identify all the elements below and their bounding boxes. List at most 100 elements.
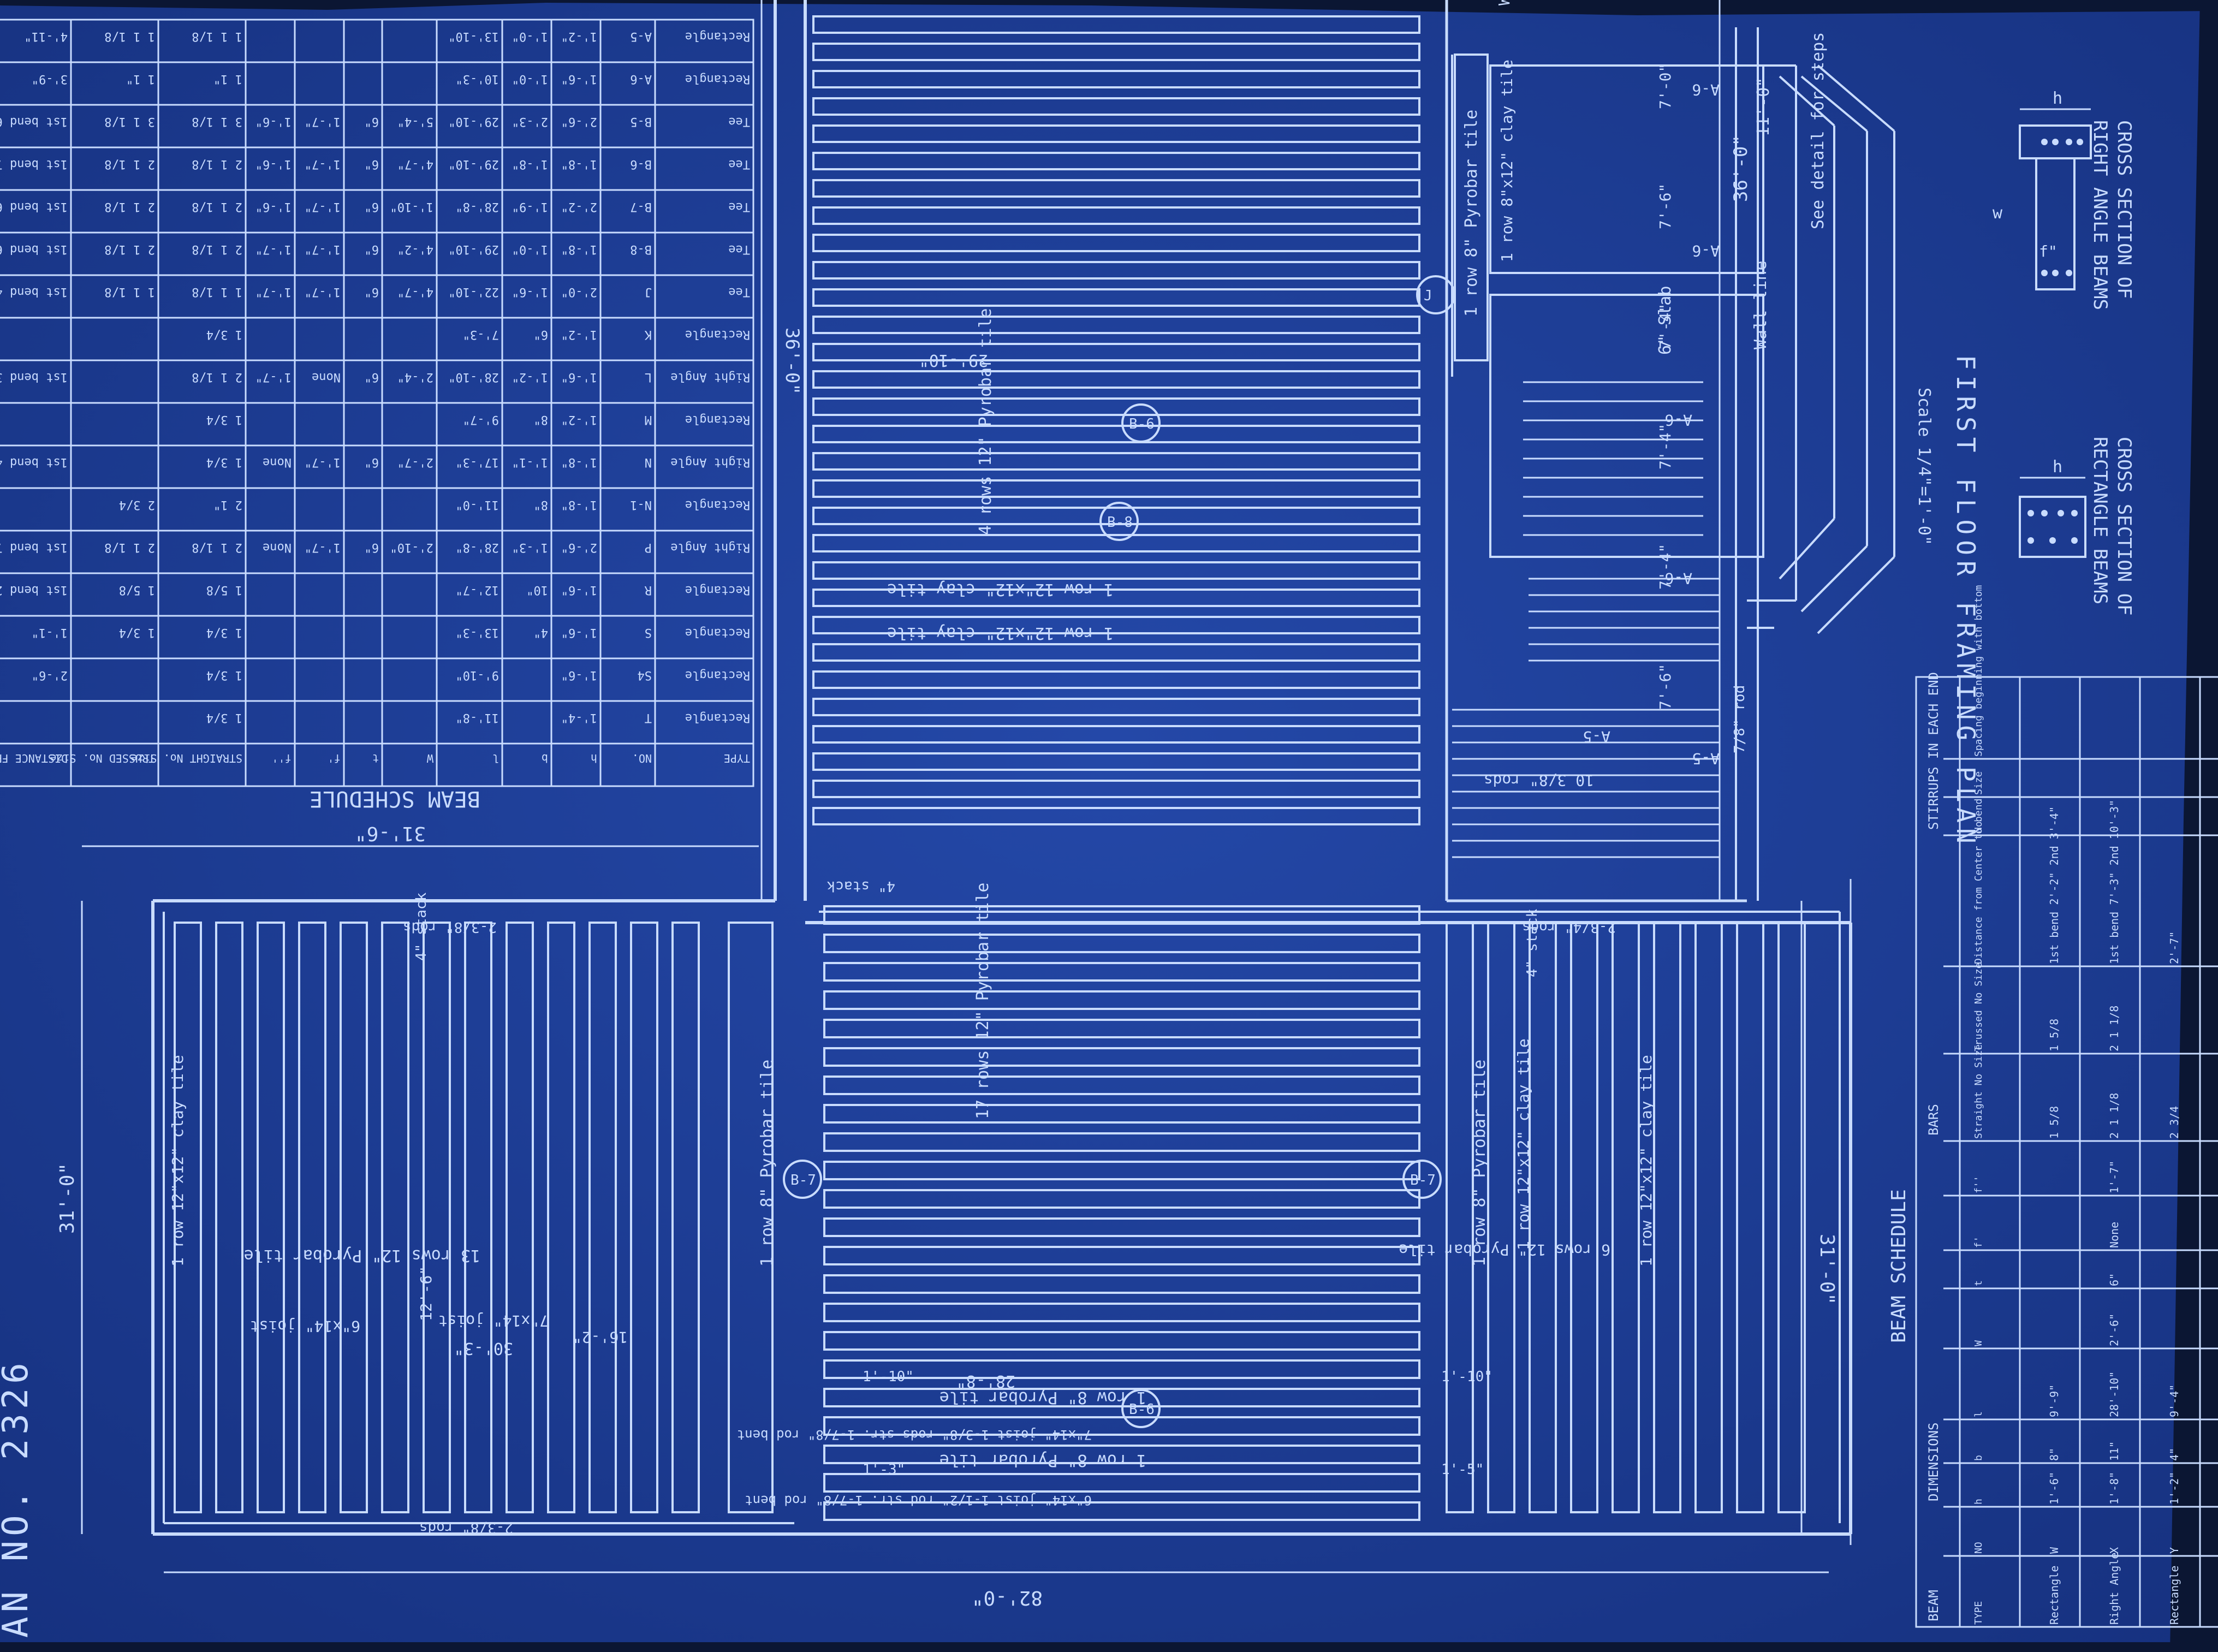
beam-tag-label: J	[1424, 288, 1432, 304]
upper-schedule-cell: 2 1 1/8	[104, 242, 155, 256]
upper-schedule-cell: 2 3/4	[119, 498, 155, 512]
beam-tag-circle	[1402, 1160, 1442, 1199]
lower-schedule-header: f''	[1973, 1175, 1984, 1193]
upper-schedule-cell: None	[312, 370, 341, 384]
upper-schedule-cell: 1st bend 7'-0"	[0, 157, 68, 171]
upper-schedule-cell: R	[644, 583, 652, 597]
plan-rect	[812, 234, 1420, 252]
upper-schedule-cell: 6"	[365, 370, 379, 384]
dim-stair-depth: 36'-0"	[1730, 135, 1752, 202]
upper-schedule-cell: 6"	[365, 115, 379, 128]
section-rectangle-line2: RECTANGLE BEAMS	[2089, 437, 2111, 604]
upper-schedule-cell: 5'-4"	[397, 115, 433, 128]
plan-rect	[823, 1274, 1420, 1294]
upper-schedule-cell: 1 1 1/8	[192, 29, 242, 43]
upper-schedule-cell: 1'-8"	[561, 242, 597, 256]
plan-rect	[812, 261, 1420, 280]
plan-rect	[812, 206, 1420, 225]
upper-schedule-cell: Tee	[728, 200, 750, 213]
bottom-edge	[0, 1642, 2218, 1652]
upper-schedule-cell: 1st bend 4'-2" 2nd 5'-4"	[0, 455, 68, 469]
beam-tag-circle	[1121, 403, 1161, 443]
upper-schedule-cell: Rectangle	[685, 626, 750, 639]
plan-scale-text: Scale 1/4"=1'-0"	[1914, 388, 1934, 545]
lower-schedule-group: DIMENSIONS	[1926, 1423, 1941, 1502]
upper-schedule-cell: 1 3/4	[119, 626, 155, 639]
upper-schedule-cell: Rectangle	[685, 413, 750, 426]
plan-rect	[630, 922, 658, 1513]
note-joist-6-rod: 6"x14" joist 1-1/2" rod str. 1-7/8" rod …	[745, 1493, 1092, 1508]
plan-rect	[823, 1217, 1420, 1237]
note-pyrobar-4: 4 rows 12" Pyrobar tile	[976, 308, 995, 535]
lower-schedule-header: h	[1973, 1499, 1984, 1505]
lower-schedule-cell: 8"	[2048, 1448, 2061, 1461]
plan-rect	[823, 1473, 1420, 1493]
upper-schedule-cell: 6"	[365, 200, 379, 213]
beam-label: A-5	[1692, 750, 1720, 768]
note-clay-row-right: 1 row 12"x12" clay tile	[1514, 1038, 1532, 1250]
upper-schedule-cell: 1'-6"	[561, 626, 597, 639]
top-edge	[0, 0, 2218, 15]
plan-rect	[823, 1075, 1420, 1095]
upper-schedule-cell: Rectangle	[685, 72, 750, 86]
lower-schedule-cell: 2'-7"	[2168, 931, 2181, 964]
plan-rect	[812, 534, 1420, 552]
upper-schedule-cell: 9'-10"	[456, 668, 499, 682]
note-pyrobar-6: 6 rows 12" Pyrobar tile	[1399, 1241, 1610, 1259]
plan-rect	[298, 922, 326, 1513]
upper-schedule-cell: None	[263, 455, 292, 469]
lower-schedule-cell: 1'-2"	[2168, 1472, 2181, 1505]
plan-rect	[823, 1445, 1420, 1464]
lower-schedule-title: BEAM SCHEDULE	[1888, 1189, 1910, 1343]
section-f-label: f"	[2039, 242, 2058, 260]
cross-section-rectangle: h CROSS SECTION OF RECTANGLE BEAMS	[2019, 437, 2135, 616]
dim-bay-left: 30'-3"	[454, 1339, 513, 1358]
plan-rect	[823, 1161, 1420, 1180]
plan-rect	[823, 1019, 1420, 1038]
upper-schedule-cell: 13'-10"	[448, 29, 499, 43]
upper-schedule-cell: 2 1 1/8	[192, 540, 242, 554]
lower-schedule-cell: 2 1 1/8	[2108, 1006, 2121, 1051]
note-pyrobar-row-center2: 1 row 8" Pyrobar tile	[939, 1451, 1146, 1470]
upper-schedule-cell: 2'-6"	[32, 668, 68, 682]
upper-schedule-cell: 1'-6"	[561, 583, 597, 597]
note-clay-row-right2: 1 row 12"x12" clay tile	[1637, 1055, 1655, 1267]
section-right-angle-line1: CROSS SECTION OF	[2113, 120, 2135, 299]
lower-schedule-header: f'	[1973, 1236, 1984, 1248]
upper-schedule-cell: 6"	[534, 328, 549, 341]
upper-schedule-cell: 1st bend 6'-2" 2nd 10'-4"	[0, 200, 68, 213]
upper-schedule-cell: 2 1"	[213, 498, 242, 512]
upper-schedule-cell: 1 3/4	[206, 711, 242, 724]
upper-schedule-cell: 10"	[526, 583, 548, 597]
lower-schedule-header: W	[1973, 1340, 1984, 1346]
upper-schedule-cell: K	[644, 328, 652, 341]
plan-line	[1779, 75, 1835, 127]
plan-rect	[823, 905, 1420, 925]
upper-schedule-cell: 6"	[365, 157, 379, 171]
lower-schedule-cell: 28'-10"	[2108, 1371, 2121, 1417]
upper-schedule-cell: 1'-3"	[512, 540, 548, 554]
plan-rect	[1489, 64, 1764, 274]
dim-top-left-width: 31'-6"	[355, 822, 426, 845]
upper-schedule-cell: 3'-9"	[32, 72, 68, 86]
upper-schedule-cell: None	[263, 540, 292, 554]
upper-schedule-cell: Tee	[728, 157, 750, 171]
plan-rect	[823, 1246, 1420, 1265]
upper-schedule-cell: 1'-1"	[32, 626, 68, 639]
upper-schedule-cell: T	[645, 711, 652, 724]
upper-schedule-cell: 2 1 1/8	[104, 157, 155, 171]
note-slab-6: 6" Slab	[1656, 286, 1675, 355]
plan-rect	[215, 922, 243, 1513]
upper-schedule-cell: N	[645, 455, 652, 469]
upper-schedule-cell: 2'-7"	[397, 455, 433, 469]
plan-rect	[812, 370, 1420, 389]
plan-rect	[1446, 922, 1474, 1513]
upper-schedule-cell: 1'-8"	[561, 455, 597, 469]
beam-tag-label: B-6	[1129, 416, 1155, 432]
lower-schedule-cell: W	[2048, 1547, 2061, 1554]
upper-schedule-cell: Tee	[728, 115, 750, 128]
upper-schedule-cell: 1'-9"	[512, 200, 548, 213]
upper-schedule-cell: 1 3/4	[206, 626, 242, 639]
upper-schedule-cell: 1'-7"	[255, 285, 292, 299]
